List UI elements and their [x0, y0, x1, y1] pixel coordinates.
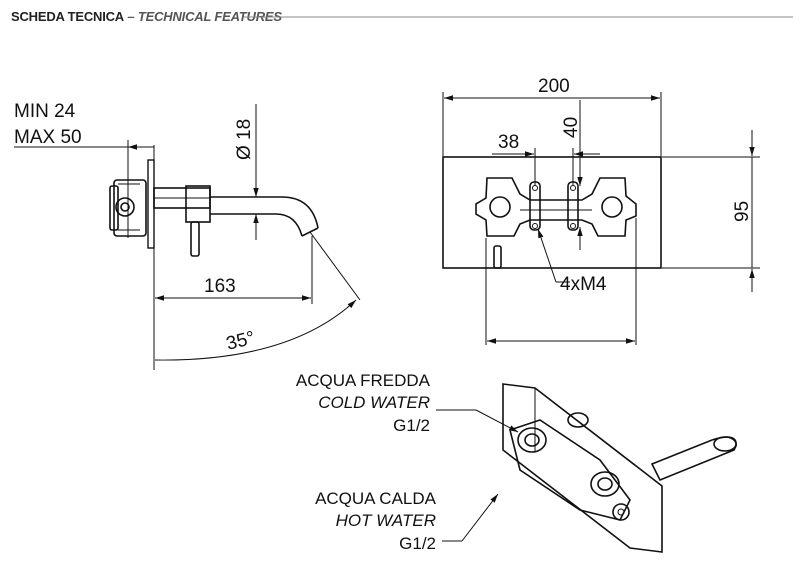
screws-label: 4xM4 — [560, 274, 607, 295]
iso-valve-body — [509, 419, 631, 521]
wall-max-label: MAX 50 — [14, 127, 82, 148]
side-view: MIN 24 MAX 50 — [14, 101, 361, 370]
height-label: 95 — [732, 201, 753, 222]
wall-min-label: MIN 24 — [14, 101, 76, 122]
svg-text:SCHEDA TECNICA – TECHNICAL FEA: SCHEDA TECNICA – TECHNICAL FEATURES — [11, 9, 282, 24]
cold-water-label-en: COLD WATER — [318, 393, 430, 412]
hot-water-label-en: HOT WATER — [336, 511, 436, 530]
spacing-38-label: 38 — [498, 132, 519, 153]
lever-handle — [190, 221, 200, 257]
header-subtitle: TECHNICAL FEATURES — [138, 9, 283, 24]
wall-plate-profile — [147, 159, 155, 249]
hot-leader-arrow — [461, 493, 499, 542]
spacing-40-label: 40 — [561, 117, 582, 138]
cold-water-label-it: ACQUA FREDDA — [296, 371, 431, 390]
cold-water-callout: ACQUA FREDDA COLD WATER G1/2 — [296, 371, 431, 435]
screw-lug-right — [567, 181, 579, 231]
header-title: SCHEDA TECNICA — [11, 9, 125, 24]
width-label: 200 — [538, 76, 570, 97]
front-plate — [442, 156, 662, 269]
mixer-front-body — [475, 177, 637, 269]
diameter-label: Ø 18 — [234, 119, 255, 160]
iso-plate — [502, 383, 663, 553]
angle-label: 35° — [224, 328, 257, 355]
header: SCHEDA TECNICA – TECHNICAL FEATURES — [11, 9, 793, 24]
angle-arc — [154, 299, 357, 361]
angle-reference-line — [309, 231, 361, 301]
projection-label: 163 — [204, 276, 236, 297]
hot-water-callout: ACQUA CALDA HOT WATER G1/2 — [315, 489, 437, 553]
iso-spout — [650, 436, 737, 482]
cold-leader-arrow — [475, 409, 519, 433]
front-view: 200 95 38 — [442, 76, 760, 345]
screws-leader — [537, 228, 557, 283]
isometric-view — [436, 383, 737, 553]
screw-lug-left — [529, 181, 541, 231]
cold-water-thread: G1/2 — [393, 416, 430, 435]
front-lever — [493, 245, 502, 269]
spout-side-profile — [153, 185, 319, 257]
iso-hot-inlet — [590, 471, 620, 497]
header-separator: – — [124, 9, 138, 24]
concealed-valve-body — [109, 179, 147, 237]
iso-cold-inlet — [517, 427, 547, 453]
hot-water-thread: G1/2 — [399, 534, 436, 553]
hot-water-label-it: ACQUA CALDA — [315, 489, 437, 508]
